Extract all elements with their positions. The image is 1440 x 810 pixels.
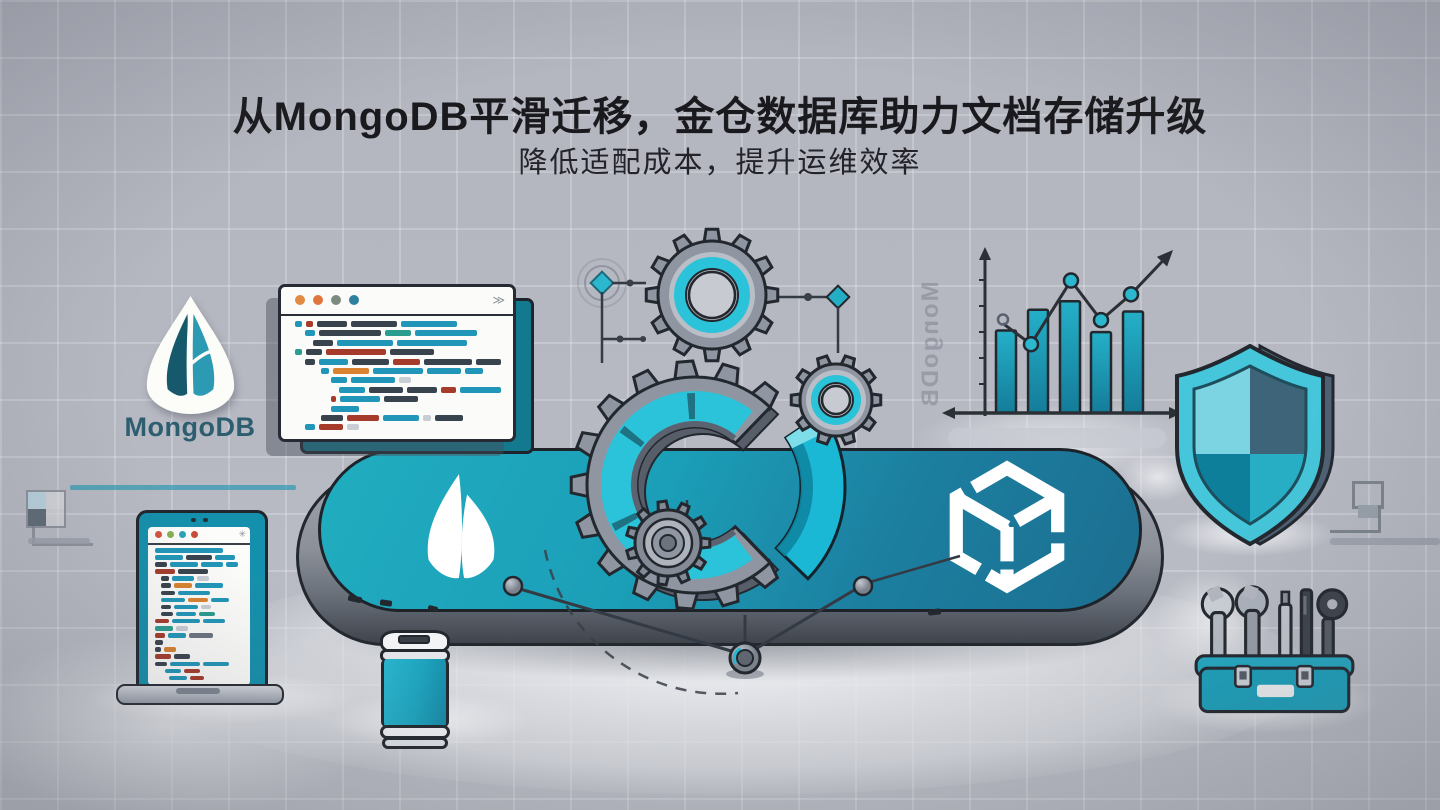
trend-arrowhead [1156,250,1174,267]
code-line [161,590,246,596]
code-line [155,626,246,631]
window-dot [155,531,162,538]
window-dot [331,295,341,305]
glyph-cell [28,492,46,509]
platform-leaf-icon [427,474,495,579]
trend-marker [1062,272,1080,289]
chart-pedestal [948,428,1166,448]
code-line [295,349,505,356]
camera-dot [203,518,208,522]
edge-rail-right [1330,538,1440,545]
security-shield-icon [1175,343,1335,547]
code-line [339,386,505,393]
toolbox-latch [1234,664,1253,689]
laptop-notch [176,688,220,694]
window-dot [179,531,186,538]
code-line [169,675,246,681]
cylinder-body [381,659,449,727]
toolbox-icon [1194,583,1355,714]
edge-teal-line-left [70,485,296,490]
trend-marker-hollow [996,313,1010,326]
laptop: ✳ [136,510,268,698]
glyph-cell [28,509,46,526]
code-line [155,562,246,567]
code-line [161,604,246,610]
trend-marker [1022,335,1040,353]
chart-bar [994,329,1018,415]
edge-elbow-line-left [32,526,93,546]
code-line [155,555,246,560]
database-cylinder [380,630,450,752]
code-line [165,668,246,674]
gear-teeth [644,227,780,363]
toolbox-latch [1295,664,1314,689]
page-title: 从MongoDB平滑迁移，金仓数据库助力文档存储升级 [232,95,1208,139]
glyph-cell [46,509,64,526]
editor-code-area [291,321,505,433]
code-line [155,654,246,659]
code-line [161,611,246,617]
code-line [155,548,246,553]
platform-cube-icon [949,460,1065,594]
code-line [321,414,505,421]
code-line [305,330,505,337]
laptop-screen: ✳ [148,527,250,685]
mongodb-label: MongoDB [124,412,256,442]
editor-titlebar: ≫ [281,287,513,316]
code-line [155,647,246,652]
code-line [313,339,505,346]
code-line [155,640,246,645]
code-line [321,367,505,374]
window-dot [349,295,359,305]
window-dot [313,295,323,305]
window-dot [167,531,174,538]
code-line [155,633,246,638]
edge-rail-left [28,538,90,544]
laptop-titlebar: ✳ [148,527,250,545]
circuit-diamond-node [589,270,615,296]
cylinder-foot [382,737,448,749]
gear-teeth [789,354,883,446]
code-line [161,576,246,581]
top-gear [644,227,780,363]
code-line [155,661,246,666]
toolbox-label [1256,684,1295,698]
trend-marker [1092,311,1110,329]
edge-elbow-line-right [1330,505,1381,533]
circuit-diamond-node [825,284,851,310]
chart-bar [1026,308,1050,415]
glyph-cell [46,492,64,509]
chart-bar [1089,330,1113,415]
window-dot [191,531,198,538]
code-line [331,377,505,384]
code-line [331,405,505,412]
code-line [155,618,246,624]
code-line [161,583,246,588]
code-line [161,597,246,603]
editor-toolbar-icon: ≫ [492,293,505,307]
code-line [331,396,505,403]
window-dot [295,295,305,305]
chart-bar [1121,310,1145,415]
code-line [305,424,505,431]
trend-marker [1122,286,1140,303]
code-line [305,358,505,365]
page-subtitle: 降低适配成本，提升运维效率 [518,147,922,179]
edge-square-fill-right [1358,505,1378,518]
bolt-node [726,641,764,679]
cylinder-slot [398,635,430,644]
laptop-toolbar-icon: ✳ [238,529,246,539]
code-line [155,569,246,574]
right-small-gear [789,354,883,446]
code-line [295,321,505,327]
mongodb-leaf-icon [146,295,235,415]
edge-window-glyph-left [26,490,66,528]
chart-bar [1058,299,1082,415]
growth-bar-chart [942,247,1182,419]
code-editor-window: ≫ [278,284,516,442]
camera-dot [191,518,196,522]
laptop-code-area [155,548,246,682]
